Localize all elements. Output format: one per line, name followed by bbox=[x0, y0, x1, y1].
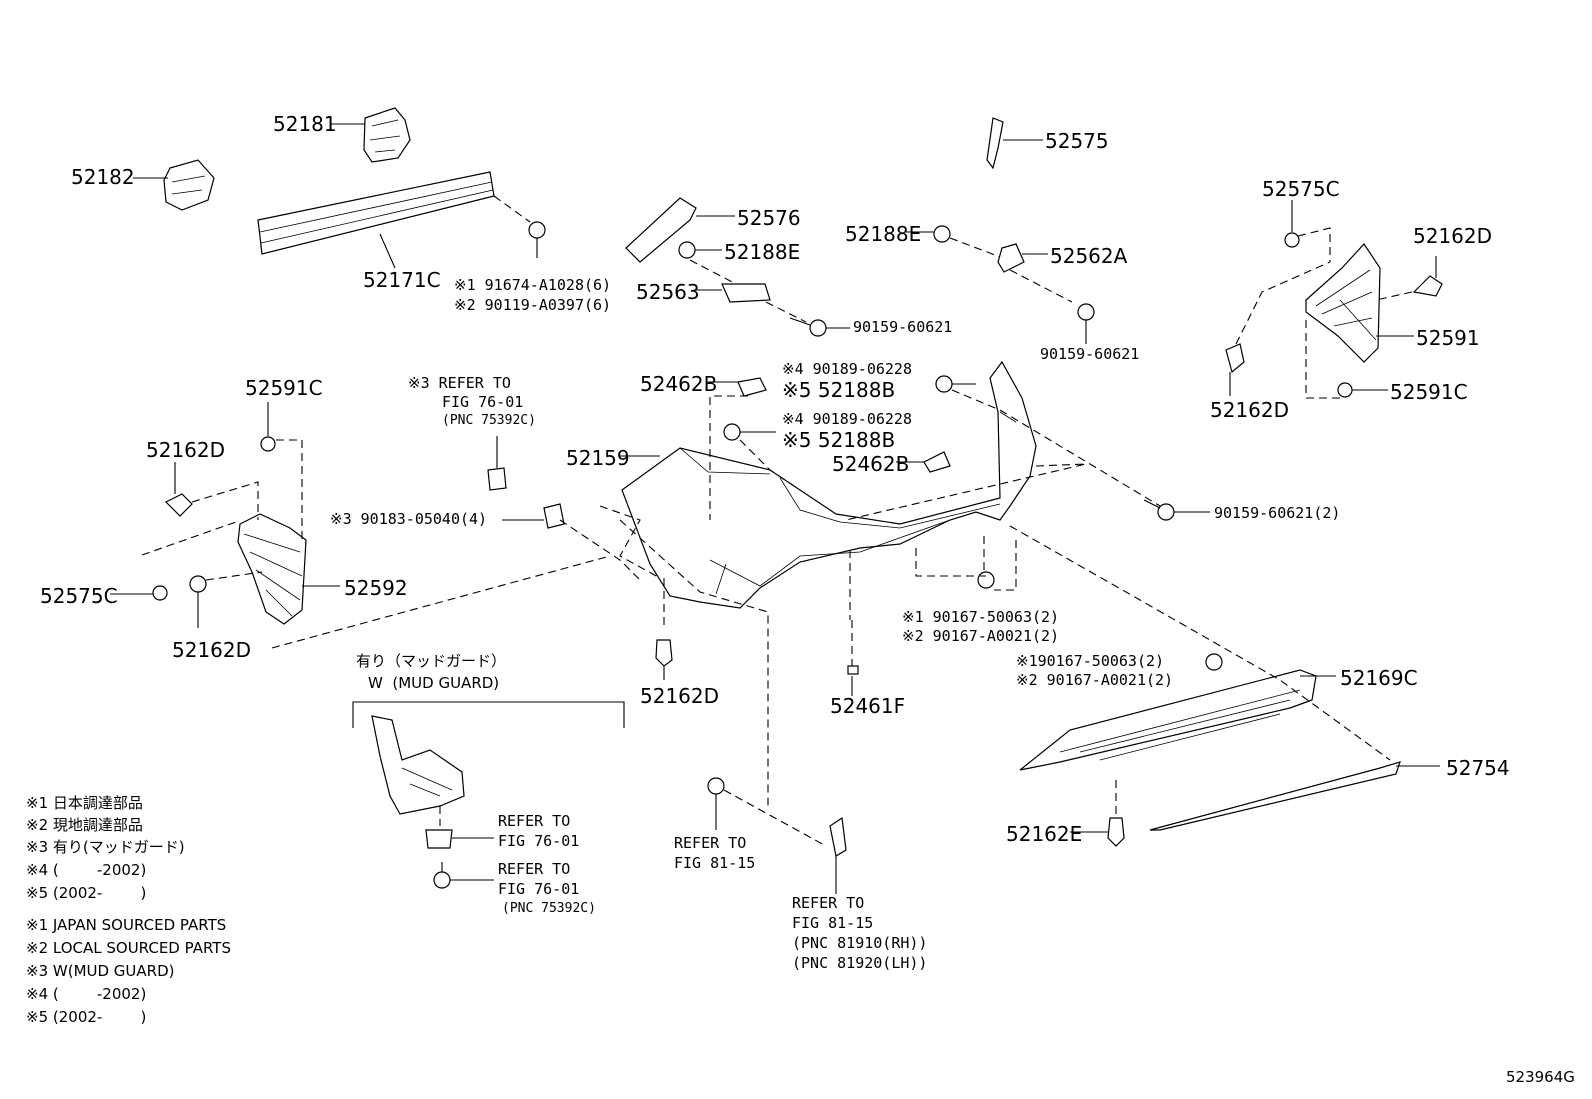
ref3-line1: ※3 REFER TO bbox=[408, 374, 511, 392]
lower-garnish-52169C-drawing bbox=[1019, 669, 1317, 771]
part-label-52562A[interactable]: 52562A bbox=[1050, 244, 1128, 268]
bolt-91674-drawing bbox=[528, 221, 546, 258]
part-label-52188E-a[interactable]: 52188E bbox=[724, 240, 801, 264]
note-jp-5: ※5 (2002- ) bbox=[26, 884, 147, 902]
note-jp-2: ※2 現地調達部品 bbox=[26, 816, 143, 834]
part-label-90167-2b[interactable]: ※2 90167-A0021(2) bbox=[1016, 671, 1174, 689]
mg-ref2-line1: REFER TO bbox=[498, 860, 571, 878]
note-en-2: ※2 LOCAL SOURCED PARTS bbox=[26, 939, 231, 957]
part-label-52162D-l2[interactable]: 52162D bbox=[172, 638, 252, 662]
ref3-line3: (PNC 75392C) bbox=[442, 413, 536, 428]
note-en-3: ※3 W(MUD GUARD) bbox=[26, 962, 175, 980]
note-jp-3: ※3 有り(マッドガード) bbox=[26, 838, 185, 856]
part-label-52462B-a[interactable]: 52462B bbox=[640, 372, 718, 396]
part-label-90189-b[interactable]: ※4 90189-06228 bbox=[782, 410, 912, 428]
screw-90159-c-drawing bbox=[1143, 499, 1175, 521]
mudguard-drawing bbox=[371, 715, 465, 815]
part-label-52591[interactable]: 52591 bbox=[1416, 326, 1480, 350]
part-label-52182[interactable]: 52182 bbox=[71, 165, 135, 189]
mg-ref2-line2: FIG 76-01 bbox=[498, 880, 580, 898]
mudguard-bracket bbox=[352, 701, 625, 728]
part-label-52162D-l1[interactable]: 52162D bbox=[146, 438, 226, 462]
part-label-52575C-l[interactable]: 52575C bbox=[40, 584, 118, 608]
part-label-52591C-l[interactable]: 52591C bbox=[245, 376, 323, 400]
part-label-90183[interactable]: ※3 90183-05040(4) bbox=[330, 510, 488, 528]
mg-ref1-line2: FIG 76-01 bbox=[498, 832, 580, 850]
part-label-52575[interactable]: 52575 bbox=[1045, 129, 1109, 153]
part-label-90159-b[interactable]: 90159-60621 bbox=[1040, 345, 1140, 363]
ref81b-line2: FIG 81-15 bbox=[792, 914, 874, 932]
part-label-90167-1b[interactable]: ※190167-50063(2) bbox=[1016, 652, 1165, 670]
part-label-52171C[interactable]: 52171C bbox=[363, 268, 441, 292]
part-label-91674[interactable]: ※1 91674-A1028(6) bbox=[454, 276, 612, 294]
reinforcement-52171C-drawing bbox=[257, 171, 531, 255]
bracket-52575-drawing bbox=[986, 117, 1004, 170]
part-label-52169C[interactable]: 52169C bbox=[1340, 666, 1418, 690]
bracket-52562A-drawing bbox=[997, 243, 1025, 273]
part-label-52754[interactable]: 52754 bbox=[1446, 756, 1510, 780]
ref81b-line3: (PNC 81910(RH)) bbox=[792, 934, 928, 952]
part-label-52181[interactable]: 52181 bbox=[273, 112, 337, 136]
part-label-52159[interactable]: 52159 bbox=[566, 446, 630, 470]
part-label-90189-a[interactable]: ※4 90189-06228 bbox=[782, 360, 912, 378]
part-label-52162E[interactable]: 52162E bbox=[1006, 822, 1083, 846]
part-label-52575C-r[interactable]: 52575C bbox=[1262, 177, 1340, 201]
part-label-52576[interactable]: 52576 bbox=[737, 206, 801, 230]
bracket-52181-drawing bbox=[363, 107, 411, 163]
note-en-4: ※4 ( -2002) bbox=[26, 985, 147, 1003]
bracket-52182-drawing bbox=[163, 159, 215, 211]
part-label-52563[interactable]: 52563 bbox=[636, 280, 700, 304]
figure-id: 523964G bbox=[1506, 1068, 1575, 1086]
ref81-line1: REFER TO bbox=[674, 834, 747, 852]
ref81-line2: FIG 81-15 bbox=[674, 854, 756, 872]
mudguard-title-jp: 有り（マッドガード） bbox=[356, 652, 507, 670]
ref81b-line1: REFER TO bbox=[792, 894, 865, 912]
part-label-52188E-b[interactable]: 52188E bbox=[845, 222, 922, 246]
part-label-52461F[interactable]: 52461F bbox=[830, 694, 906, 718]
part-label-90167-2a[interactable]: ※2 90167-A0021(2) bbox=[902, 627, 1060, 645]
part-label-90167-1a[interactable]: ※1 90167-50063(2) bbox=[902, 608, 1060, 626]
part-label-52162D-r1[interactable]: 52162D bbox=[1413, 224, 1493, 248]
screw-90159-a-drawing bbox=[789, 317, 827, 337]
part-label-52162D-c[interactable]: 52162D bbox=[640, 684, 720, 708]
retainer-52576-drawing bbox=[625, 197, 697, 263]
part-label-52188B-b[interactable]: ※5 52188B bbox=[782, 428, 896, 452]
molding-52754-drawing bbox=[1149, 761, 1401, 831]
bracket-52563-drawing bbox=[721, 283, 771, 303]
part-label-90119[interactable]: ※2 90119-A0397(6) bbox=[454, 296, 612, 314]
ref81b-line4: (PNC 81920(LH)) bbox=[792, 954, 928, 972]
note-jp-1: ※1 日本調達部品 bbox=[26, 794, 143, 812]
note-en-5: ※5 (2002- ) bbox=[26, 1008, 147, 1026]
part-label-90159-a[interactable]: 90159-60621 bbox=[853, 318, 953, 336]
part-label-52462B-b[interactable]: 52462B bbox=[832, 452, 910, 476]
mg-ref1-line1: REFER TO bbox=[498, 812, 571, 830]
part-label-90159-c[interactable]: 90159-60621(2) bbox=[1214, 504, 1341, 522]
note-jp-4: ※4 ( -2002) bbox=[26, 861, 147, 879]
ref3-line2: FIG 76-01 bbox=[442, 393, 524, 411]
part-label-52162D-r2[interactable]: 52162D bbox=[1210, 398, 1290, 422]
note-en-1: ※1 JAPAN SOURCED PARTS bbox=[26, 916, 227, 934]
part-label-52592[interactable]: 52592 bbox=[344, 576, 408, 600]
part-label-52188B-a[interactable]: ※5 52188B bbox=[782, 378, 896, 402]
part-label-52591C-r[interactable]: 52591C bbox=[1390, 380, 1468, 404]
mudguard-title-en: W (MUD GUARD) bbox=[368, 674, 500, 692]
bumper-cover-52159-drawing bbox=[621, 360, 1037, 609]
bracket-52592-drawing bbox=[237, 513, 307, 625]
mg-ref2-line3: (PNC 75392C) bbox=[502, 901, 596, 916]
